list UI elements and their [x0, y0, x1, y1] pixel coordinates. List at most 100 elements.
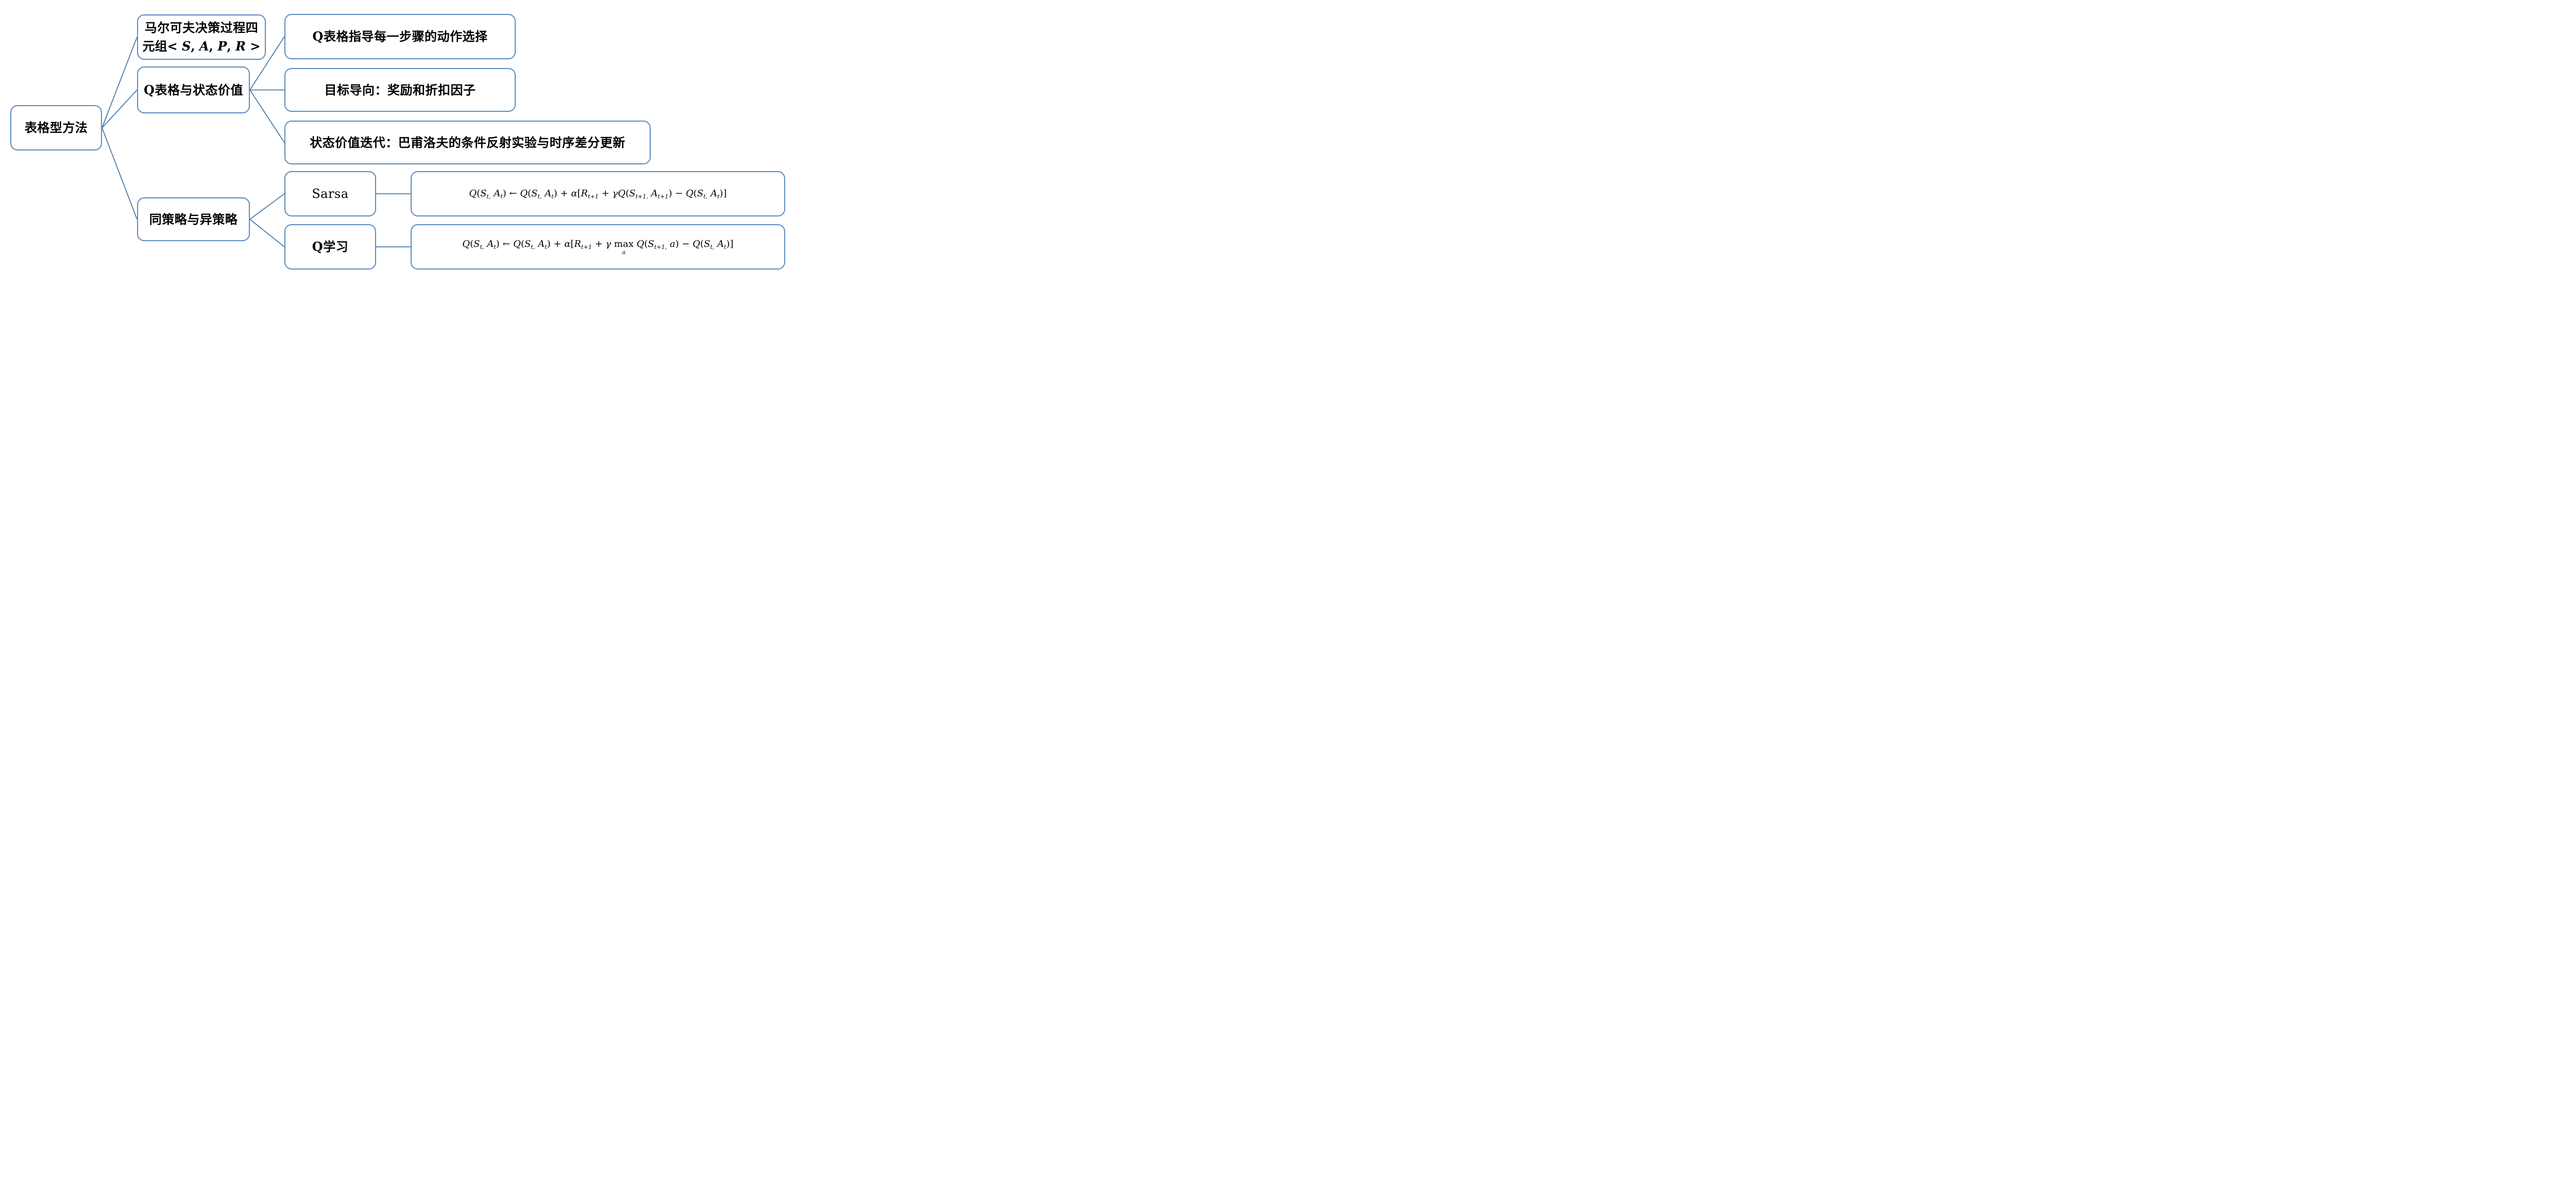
formula-token: (	[700, 238, 704, 249]
formula-token: Q	[513, 238, 521, 249]
formula-token: ) ←	[502, 188, 520, 199]
formula-token: ) +	[553, 188, 571, 199]
node-label: 表格型方法	[24, 120, 88, 135]
formula-token: Q	[636, 238, 645, 249]
formula-token: [	[577, 188, 581, 199]
formula-token: S	[629, 188, 636, 199]
node-mdp-four-tuple: 马尔可夫决策过程四 元组< S, A, P, R >	[137, 14, 266, 60]
formula-token: A	[717, 238, 724, 249]
formula-token: A	[538, 238, 545, 249]
formula-token: A	[494, 188, 501, 199]
node-label: Q学习	[312, 239, 349, 254]
formula-token: t	[724, 243, 726, 250]
formula-token: α	[571, 188, 578, 199]
connector-layer	[101, 36, 411, 247]
formula-token: )]	[726, 238, 734, 249]
formula-token: A	[487, 238, 494, 249]
formula-token: (	[693, 188, 697, 199]
formula-token: t+1	[581, 243, 592, 250]
formula-token: [	[570, 238, 574, 249]
formula-sarsa-update-rule: Q(St, At) ← Q(St, At) + α[Rt+1 + γQ(St+1…	[411, 171, 785, 216]
formula-token: t,	[537, 193, 542, 200]
formula-token: (	[625, 188, 630, 199]
connector-line	[101, 89, 138, 128]
formula-token: P	[217, 39, 227, 54]
formula-token: t,	[531, 243, 535, 250]
formula-token: Q	[618, 188, 626, 199]
formula-token: A	[651, 188, 658, 199]
node-label: Q表格与状态价值	[144, 82, 243, 97]
formula-token: (	[477, 188, 481, 199]
formula-token: γ	[605, 238, 612, 249]
formula-token: S	[181, 39, 191, 54]
formula-token: S	[524, 238, 531, 249]
formula-token: (	[528, 188, 532, 199]
connector-line	[101, 127, 138, 220]
formula-token: γ	[612, 188, 618, 199]
formula-token: t+1,	[654, 243, 667, 250]
leaf-q-table-guides-action-selection: Q表格指导每一步骤的动作选择	[284, 14, 516, 59]
connector-line	[249, 193, 285, 220]
formula-token: S	[531, 188, 538, 199]
node-label-line2: 元组< S, A, P, R >	[142, 37, 260, 56]
formula-token: Q	[469, 188, 477, 199]
formula-token: A	[710, 188, 718, 199]
formula-token: R	[235, 39, 246, 54]
formula-token: t	[500, 193, 503, 200]
connector-line	[249, 90, 285, 143]
leaf-state-value-iteration-pavlov-td: 状态价值迭代：巴甫洛夫的条件反射实验与时序差分更新	[284, 121, 651, 164]
node-sarsa: Sarsa	[284, 171, 376, 216]
formula-token: >	[246, 39, 261, 54]
formula-token: t+1	[588, 193, 599, 200]
formula-token: ,	[191, 39, 199, 54]
connector-line	[249, 36, 285, 90]
node-label: 状态价值迭代：巴甫洛夫的条件反射实验与时序差分更新	[310, 135, 625, 150]
formula-token: t	[494, 243, 496, 250]
node-on-policy-off-policy: 同策略与异策略	[137, 197, 250, 241]
formula-token: (	[521, 238, 525, 249]
leaf-goal-oriented-reward-discount: 目标导向：奖励和折扣因子	[284, 68, 516, 112]
formula-token: A	[545, 188, 552, 199]
formula-token: Q	[462, 238, 470, 249]
formula-token: Q	[692, 238, 701, 249]
formula-token: (	[470, 238, 474, 249]
formula-token: S	[648, 238, 654, 249]
formula-token: +	[591, 238, 606, 249]
formula-token: R	[574, 238, 581, 249]
node-label: 同策略与异策略	[149, 211, 238, 227]
formula-token: 元组<	[142, 39, 182, 54]
formula-token: S	[480, 188, 487, 199]
formula-token: S	[704, 238, 710, 249]
formula-token: )]	[719, 188, 727, 199]
formula-token: S	[473, 238, 480, 249]
formula-token: ,	[227, 39, 236, 54]
formula-text: Q(St, At) ← Q(St, At) + α[Rt+1 + γQ(St+1…	[469, 188, 726, 200]
node-label: Q表格指导每一步骤的动作选择	[312, 29, 488, 44]
formula-token: t,	[480, 243, 484, 250]
formula-token: Q	[686, 188, 693, 199]
formula-token: t	[717, 193, 720, 200]
node-q-learning: Q学习	[284, 224, 376, 270]
connector-line	[249, 219, 285, 247]
formula-token: R	[581, 188, 588, 199]
formula-token: t	[545, 243, 547, 250]
mindmap-canvas: 表格型方法 马尔可夫决策过程四 元组< S, A, P, R > Q表格与状态价…	[0, 0, 805, 298]
formula-token: t+1,	[635, 193, 648, 200]
formula-token: t	[551, 193, 554, 200]
node-label: 目标导向：奖励和折扣因子	[324, 82, 476, 97]
formula-token: ) ←	[496, 238, 514, 249]
node-label: Sarsa	[312, 187, 349, 201]
formula-token: a	[669, 238, 675, 249]
formula-token: α	[564, 238, 571, 249]
node-label-line1: 马尔可夫决策过程四	[144, 20, 259, 35]
formula-token: ) +	[547, 238, 565, 249]
formula-token: ) −	[675, 238, 693, 249]
connector-line	[101, 37, 138, 128]
formula-token: A	[199, 39, 209, 54]
formula-token: +	[599, 188, 613, 199]
node-tabular-methods-root: 表格型方法	[10, 105, 102, 150]
formula-token: t,	[710, 243, 715, 250]
